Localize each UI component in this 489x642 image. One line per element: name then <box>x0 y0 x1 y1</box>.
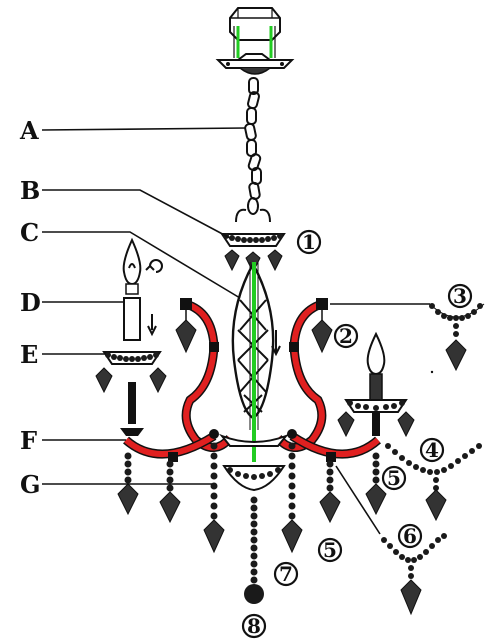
hanging-chain <box>244 77 262 215</box>
callout-7-text: 7 <box>279 562 293 586</box>
detail-garland-6 <box>381 533 447 616</box>
leader-lines <box>41 127 430 535</box>
label-part-b: B <box>20 176 40 205</box>
callout-7: 7 <box>273 561 299 587</box>
center-bead-chain <box>244 496 264 604</box>
label-part-c: C <box>20 218 39 247</box>
label-part-e: E <box>20 340 38 369</box>
label-part-g: G <box>20 470 41 499</box>
detail-garland-4 <box>385 443 482 522</box>
rotate-arrow-icon <box>149 259 163 273</box>
arm-end-drops <box>175 310 333 354</box>
candle-arms <box>123 298 381 462</box>
callout-5a-text: 5 <box>387 466 401 490</box>
callout-6-text: 6 <box>403 524 417 548</box>
callout-5-lower: 5 <box>317 537 343 563</box>
ceiling-canopy <box>215 7 295 75</box>
top-crown-bobeche <box>220 208 286 274</box>
callout-6: 6 <box>397 523 423 549</box>
hanging-strands <box>117 442 387 554</box>
label-part-f: F <box>20 426 37 455</box>
callout-4-text: 4 <box>425 438 439 462</box>
callout-5-right: 5 <box>381 465 407 491</box>
center-crystal-ball <box>244 584 264 604</box>
callout-3: 3 <box>447 283 473 309</box>
center-bowl <box>218 433 290 492</box>
callout-3-text: 3 <box>453 284 467 308</box>
center-column <box>231 261 281 462</box>
label-part-d: D <box>20 288 41 317</box>
callout-1-text: 1 <box>302 230 316 254</box>
callout-2-text: 2 <box>339 324 353 348</box>
callout-8: 8 <box>241 613 267 639</box>
left-candle-exploded <box>95 237 167 436</box>
callout-2: 2 <box>333 323 359 349</box>
callout-8-text: 8 <box>247 614 261 638</box>
callout-5b-text: 5 <box>323 538 337 562</box>
detail-garland-3 <box>429 303 485 372</box>
callout-4: 4 <box>419 437 445 463</box>
right-candle <box>337 331 415 438</box>
candle-sleeve <box>123 297 141 341</box>
label-part-a: A <box>19 116 39 145</box>
part-labels: A B C D E F G <box>19 116 41 499</box>
callout-1: 1 <box>296 229 322 255</box>
